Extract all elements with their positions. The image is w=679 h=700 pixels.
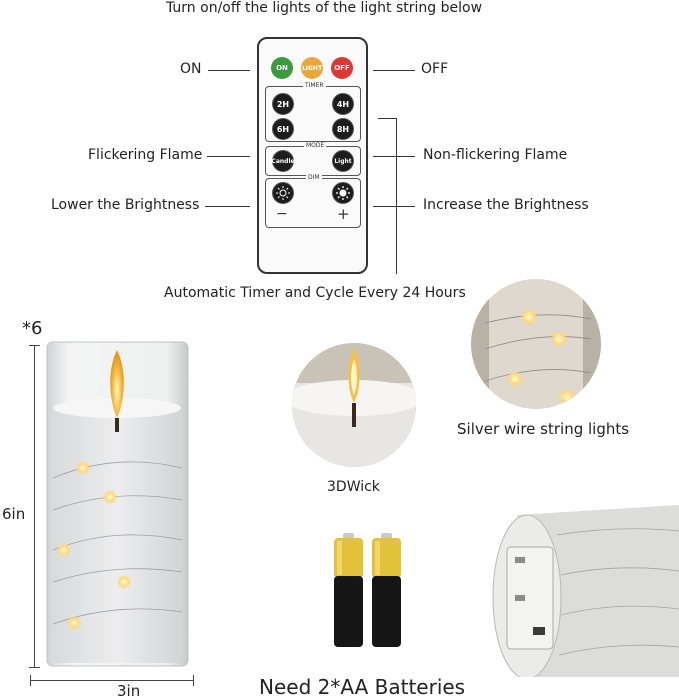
timer-group: TIMER 2H 4H 6H 8H (265, 82, 361, 142)
callout-lower-line (205, 206, 250, 207)
battery-icon (372, 533, 401, 647)
callout-on: ON (180, 61, 202, 77)
height-tick-top (29, 345, 40, 346)
battery-compartment-photo (487, 505, 679, 677)
aa-battery-left (333, 533, 364, 648)
callout-nonflicker-line (373, 156, 415, 157)
callout-off-line (373, 70, 415, 71)
string-lights-label: Silver wire string lights (457, 420, 630, 438)
light-button[interactable]: LIGHT (301, 57, 323, 79)
width-label: 3in (117, 682, 141, 700)
plus-label: + (337, 205, 350, 223)
sun-small-icon (276, 186, 290, 200)
timer-6h-button[interactable]: 6H (272, 118, 294, 140)
dim-down-button[interactable] (272, 182, 294, 204)
string-light (103, 490, 117, 504)
callout-increase: Increase the Brightness (423, 197, 589, 213)
string-light (117, 575, 131, 589)
string-light (67, 616, 81, 630)
callout-nonflicker: Non-flickering Flame (423, 147, 568, 163)
wick-label: 3DWick (327, 479, 380, 495)
dim-title: DIM (306, 174, 322, 181)
timer-title: TIMER (303, 82, 326, 89)
height-tick-bottom (29, 667, 40, 668)
callout-increase-line (373, 206, 415, 207)
string-light (507, 371, 523, 387)
timer-4h-button[interactable]: 4H (332, 93, 354, 115)
string-light (559, 389, 575, 405)
width-tick-left (30, 675, 31, 686)
quantity-label: *6 (22, 318, 43, 339)
sun-large-icon (336, 186, 350, 200)
timer-8h-button[interactable]: 8H (332, 118, 354, 140)
timer-bracket-vertical (396, 118, 397, 274)
batteries-label: Need 2*AA Batteries (259, 675, 466, 699)
string-lights-closeup-photo (471, 279, 601, 409)
mode-group: MODE Candle Light (265, 142, 361, 176)
callout-flicker: Flickering Flame (88, 147, 203, 163)
height-label: 6in (2, 505, 26, 523)
on-button[interactable]: ON (271, 57, 293, 79)
width-tick-right (193, 675, 194, 686)
height-dimension-line (34, 345, 35, 667)
wick-closeup-photo (292, 343, 416, 467)
callout-flicker-line (207, 156, 250, 157)
dim-group: DIM − + (265, 174, 361, 228)
callout-off: OFF (421, 61, 449, 77)
candle-photo (45, 340, 190, 668)
minus-label: − (276, 206, 288, 222)
dim-up-button[interactable] (332, 182, 354, 204)
candle-illustration (46, 341, 189, 667)
timer-2h-button[interactable]: 2H (272, 93, 294, 115)
remote-control: ON LIGHT OFF TIMER 2H 4H 6H 8H MODE Cand… (257, 37, 368, 274)
off-button[interactable]: OFF (331, 57, 353, 79)
callout-lower: Lower the Brightness (51, 197, 200, 213)
string-light (57, 543, 71, 557)
battery-compartment-illustration (487, 505, 679, 677)
callout-on-line (208, 70, 250, 71)
width-dimension-line (30, 680, 193, 681)
header-caption: Turn on/off the lights of the light stri… (166, 0, 483, 16)
string-lights-illustration (471, 279, 601, 409)
battery-icon (334, 533, 363, 647)
wick-illustration (292, 343, 416, 467)
timer-bracket-top (378, 118, 396, 119)
string-light (521, 309, 537, 325)
light-mode-button[interactable]: Light (332, 150, 354, 172)
mode-title: MODE (304, 142, 327, 149)
string-light (76, 461, 90, 475)
candle-mode-button[interactable]: Candle (271, 150, 295, 172)
callout-timer: Automatic Timer and Cycle Every 24 Hours (164, 285, 466, 301)
aa-battery-right (371, 533, 402, 648)
string-light (551, 331, 567, 347)
